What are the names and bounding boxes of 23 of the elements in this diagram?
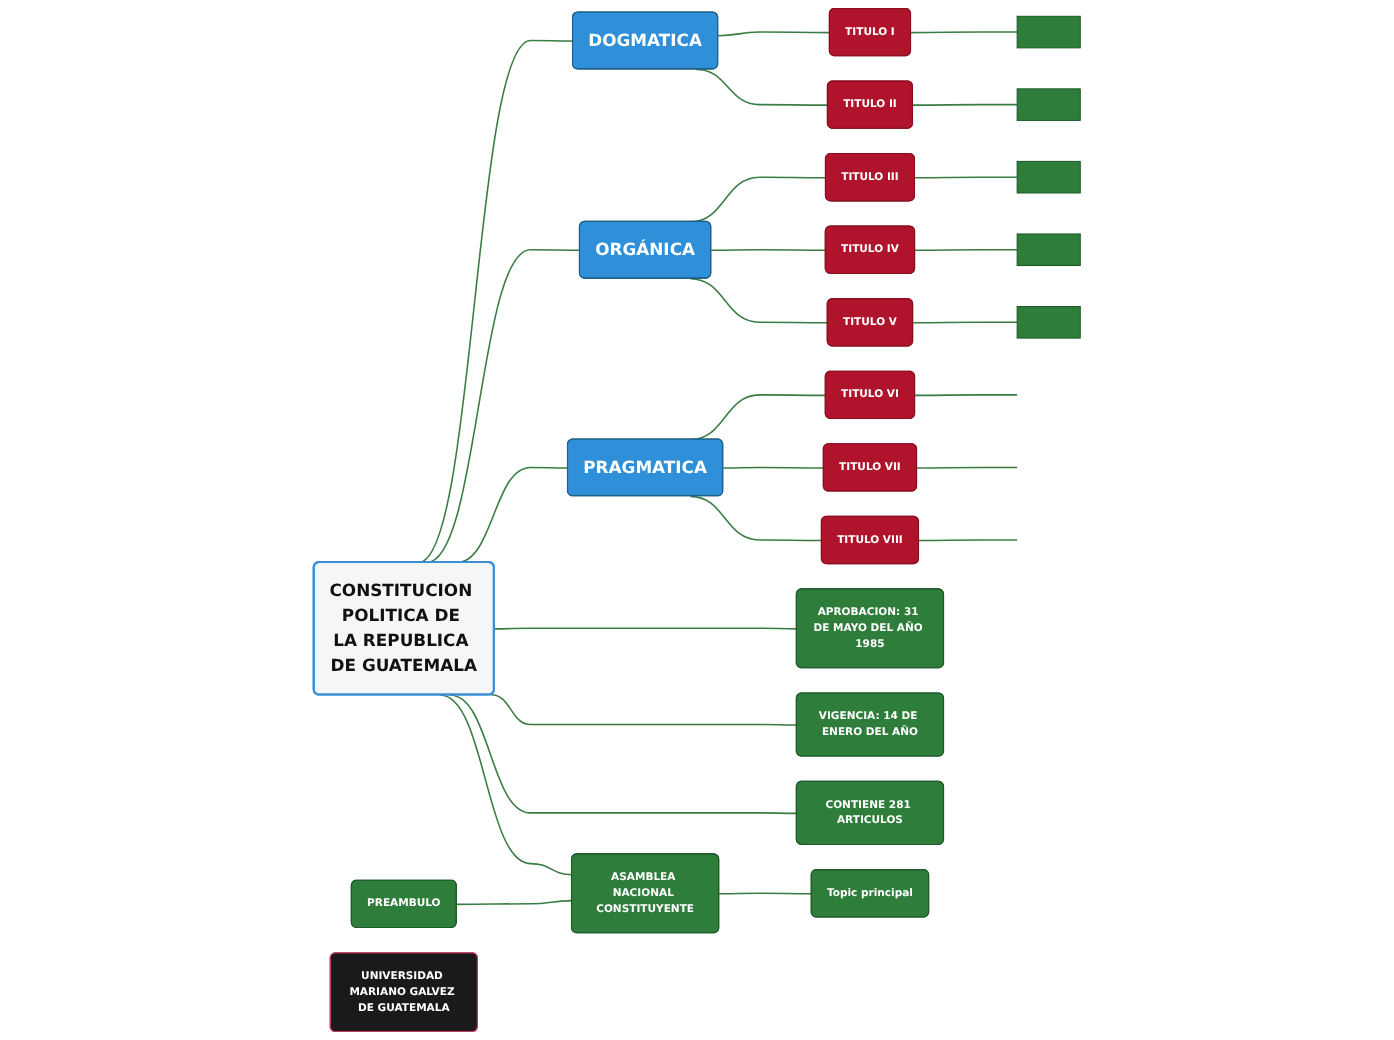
connector xyxy=(918,539,1018,542)
connector xyxy=(710,248,827,252)
connector xyxy=(914,248,1018,252)
connector xyxy=(914,176,1018,179)
connector xyxy=(456,899,573,906)
node-box xyxy=(1016,160,1081,194)
connector xyxy=(916,466,1018,469)
connector xyxy=(417,39,574,564)
connector xyxy=(912,103,1018,106)
connector xyxy=(493,627,798,630)
connector xyxy=(912,321,1018,324)
connector xyxy=(718,892,813,895)
node-box xyxy=(1016,88,1081,121)
connector xyxy=(695,68,829,106)
node-box xyxy=(1016,233,1081,267)
node-box xyxy=(1016,306,1081,339)
connector xyxy=(910,31,1018,34)
node-box xyxy=(1016,15,1081,49)
connector xyxy=(689,495,823,542)
connector xyxy=(490,693,798,726)
connector xyxy=(914,394,1018,397)
connector xyxy=(722,466,825,469)
connector xyxy=(717,31,831,37)
